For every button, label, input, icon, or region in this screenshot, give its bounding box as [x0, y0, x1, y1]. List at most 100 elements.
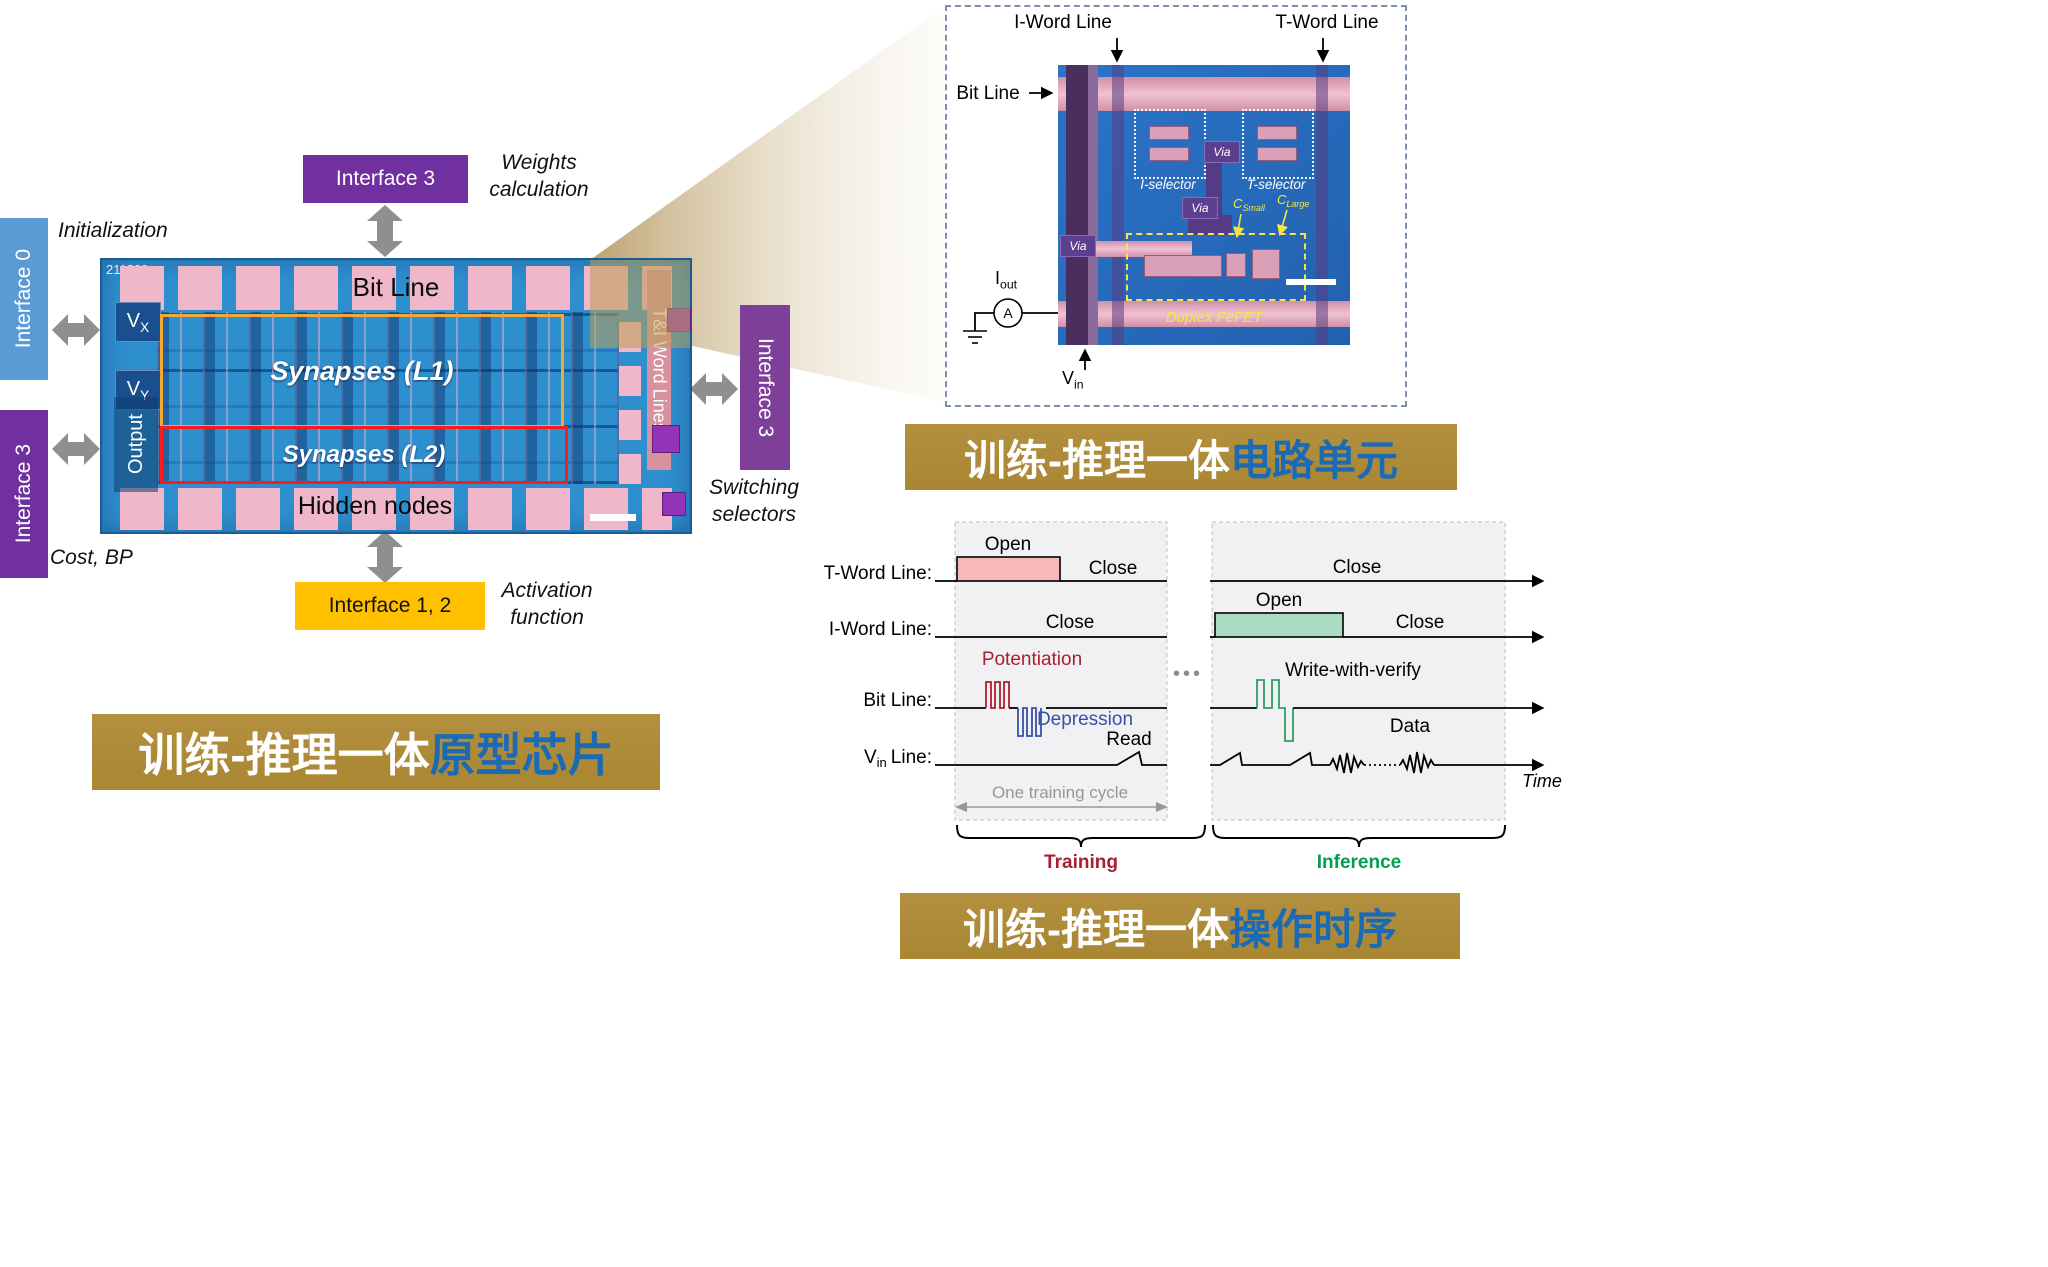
synapse-array-texture — [157, 312, 619, 484]
unit-annotations: A CSmall CLarge — [963, 38, 1330, 370]
depression-pulses — [1017, 707, 1042, 737]
transistor-fin — [1257, 126, 1297, 140]
interface12-label: Interface 1, 2 — [328, 594, 452, 617]
depression-label: Depression — [1037, 709, 1133, 730]
double-arrow-icon — [367, 531, 403, 583]
cap-large — [1252, 249, 1280, 279]
data-label: Data — [1390, 716, 1431, 737]
chip-die-image: 211229 Bit Line VX VY Output Synapses (L… — [100, 258, 692, 534]
via-connector — [1188, 215, 1232, 235]
cycle-arrowhead-right — [1156, 802, 1168, 812]
bit-line-band — [1058, 77, 1350, 111]
synapses-l1-label: Synapses (L1) — [270, 355, 454, 386]
training-brace — [956, 824, 1206, 848]
c-large-label: CLarge — [1277, 192, 1309, 209]
vx-label: VX — [126, 309, 150, 335]
initialization-label: Initialization — [58, 219, 168, 242]
vin-signal — [935, 750, 1167, 766]
transistor-fin — [1257, 147, 1297, 161]
duplex-fefet-label: Duplex FeFET — [1165, 309, 1263, 326]
c-small-label: CSmall — [1233, 196, 1266, 213]
selector-block — [662, 492, 686, 516]
double-arrow-icon — [367, 205, 403, 257]
bit-row-label: Bit Line: — [863, 690, 932, 711]
ellipsis-dots: ••• — [1173, 663, 1203, 685]
data-burst-2 — [1399, 751, 1435, 774]
left-mid-strip — [1088, 65, 1098, 345]
inference-brace — [1212, 824, 1506, 848]
interface3-right-box: Interface 3 — [740, 305, 790, 470]
ground-icon — [963, 330, 987, 344]
top-pad-row — [120, 266, 672, 310]
banner-text-blue: 操作时序 — [1228, 905, 1397, 953]
timing-banner: 训练-推理一体操作时序 — [900, 893, 1460, 959]
c-large-arrow — [1277, 209, 1288, 237]
circuit-unit-banner: 训练-推理一体电路单元 — [905, 424, 1457, 490]
via-box: Via — [1182, 197, 1218, 219]
i-word-vertical-line — [1112, 65, 1124, 345]
synapses-l2-label: Synapses (L2) — [282, 441, 446, 468]
cost-bp-label: Cost, BP — [50, 546, 133, 569]
arrow-left-top — [52, 314, 100, 346]
double-arrow-icon — [52, 433, 100, 465]
i-word-line-label: I-Word Line — [1014, 12, 1112, 33]
t-selector-label: T-selector — [1246, 177, 1306, 192]
i-word-row-label: I-Word Line: — [829, 619, 932, 640]
write-verify-label: Write-with-verify — [1285, 660, 1421, 681]
arrow-left-bottom — [52, 433, 100, 465]
time-label: Time — [1522, 771, 1562, 791]
iout-label: Iout — [995, 268, 1018, 292]
hidden-nodes-label: Hidden nodes — [297, 492, 453, 520]
double-arrow-icon — [52, 314, 100, 346]
inference-panel — [1211, 521, 1506, 821]
i-word-close-inference: Close — [1396, 612, 1445, 633]
arrow-top — [367, 205, 403, 257]
output-box: Output — [114, 397, 158, 492]
interface3-top-box: Interface 3 — [303, 155, 468, 203]
t-selector-region — [1242, 109, 1314, 179]
t-word-close-training: Close — [1089, 558, 1138, 579]
arrow-right — [690, 373, 738, 405]
fefet-channel — [1144, 255, 1222, 277]
potentiation-pulses — [985, 681, 1010, 709]
weights-calculation-label: Weights calculation — [489, 151, 589, 201]
double-arrow-icon — [690, 373, 738, 405]
potentiation-label: Potentiation — [982, 649, 1082, 670]
scale-bar — [590, 514, 636, 521]
banner-text-blue: 电路单元 — [1229, 436, 1398, 484]
write-verify-pulses — [1256, 679, 1294, 742]
t-word-line-label: T-Word Line — [1275, 12, 1379, 33]
ammeter-letter: A — [1003, 305, 1013, 321]
transistor-fin — [1149, 147, 1189, 161]
i-word-open-pulse — [1214, 612, 1344, 638]
i-word-open-label: Open — [1256, 590, 1302, 611]
inference-label: Inference — [1317, 852, 1401, 873]
interface0-box: Interface 0 — [0, 218, 48, 380]
t-word-open-pulse — [956, 556, 1061, 582]
t-word-row-label: T-Word Line: — [824, 563, 932, 584]
banner-text-blue: 原型芯片 — [429, 729, 614, 781]
interface12-box: Interface 1, 2 — [295, 582, 485, 630]
via-box: Via — [1060, 235, 1096, 257]
i-word-close-training: Close — [1046, 612, 1095, 633]
one-training-cycle-label: One training cycle — [992, 783, 1128, 802]
t-word-close-inference: Close — [1333, 557, 1382, 578]
interface3-right-label: Interface 3 — [754, 337, 777, 438]
zoom-source-region — [590, 260, 690, 348]
synapses-l1-region: Synapses (L1) — [160, 314, 564, 428]
prototype-chip-banner: 训练-推理一体原型芯片 — [92, 714, 660, 790]
interface3-top-label: Interface 3 — [335, 167, 436, 190]
output-label: Output — [124, 414, 147, 475]
scale-bar — [1286, 279, 1336, 285]
gate-bar — [1064, 241, 1192, 257]
left-dark-strip — [1066, 65, 1088, 345]
read-label: Read — [1106, 729, 1151, 750]
interface3-left-label: Interface 3 — [12, 444, 35, 544]
transistor-fin — [1149, 126, 1189, 140]
banner-text-white: 训练-推理一体 — [138, 729, 430, 781]
c-small-arrow — [1233, 213, 1245, 239]
unit-micrograph: I-selector T-selector Via Via Via Duplex… — [1058, 65, 1350, 345]
banner-text-white: 训练-推理一体 — [963, 436, 1230, 484]
